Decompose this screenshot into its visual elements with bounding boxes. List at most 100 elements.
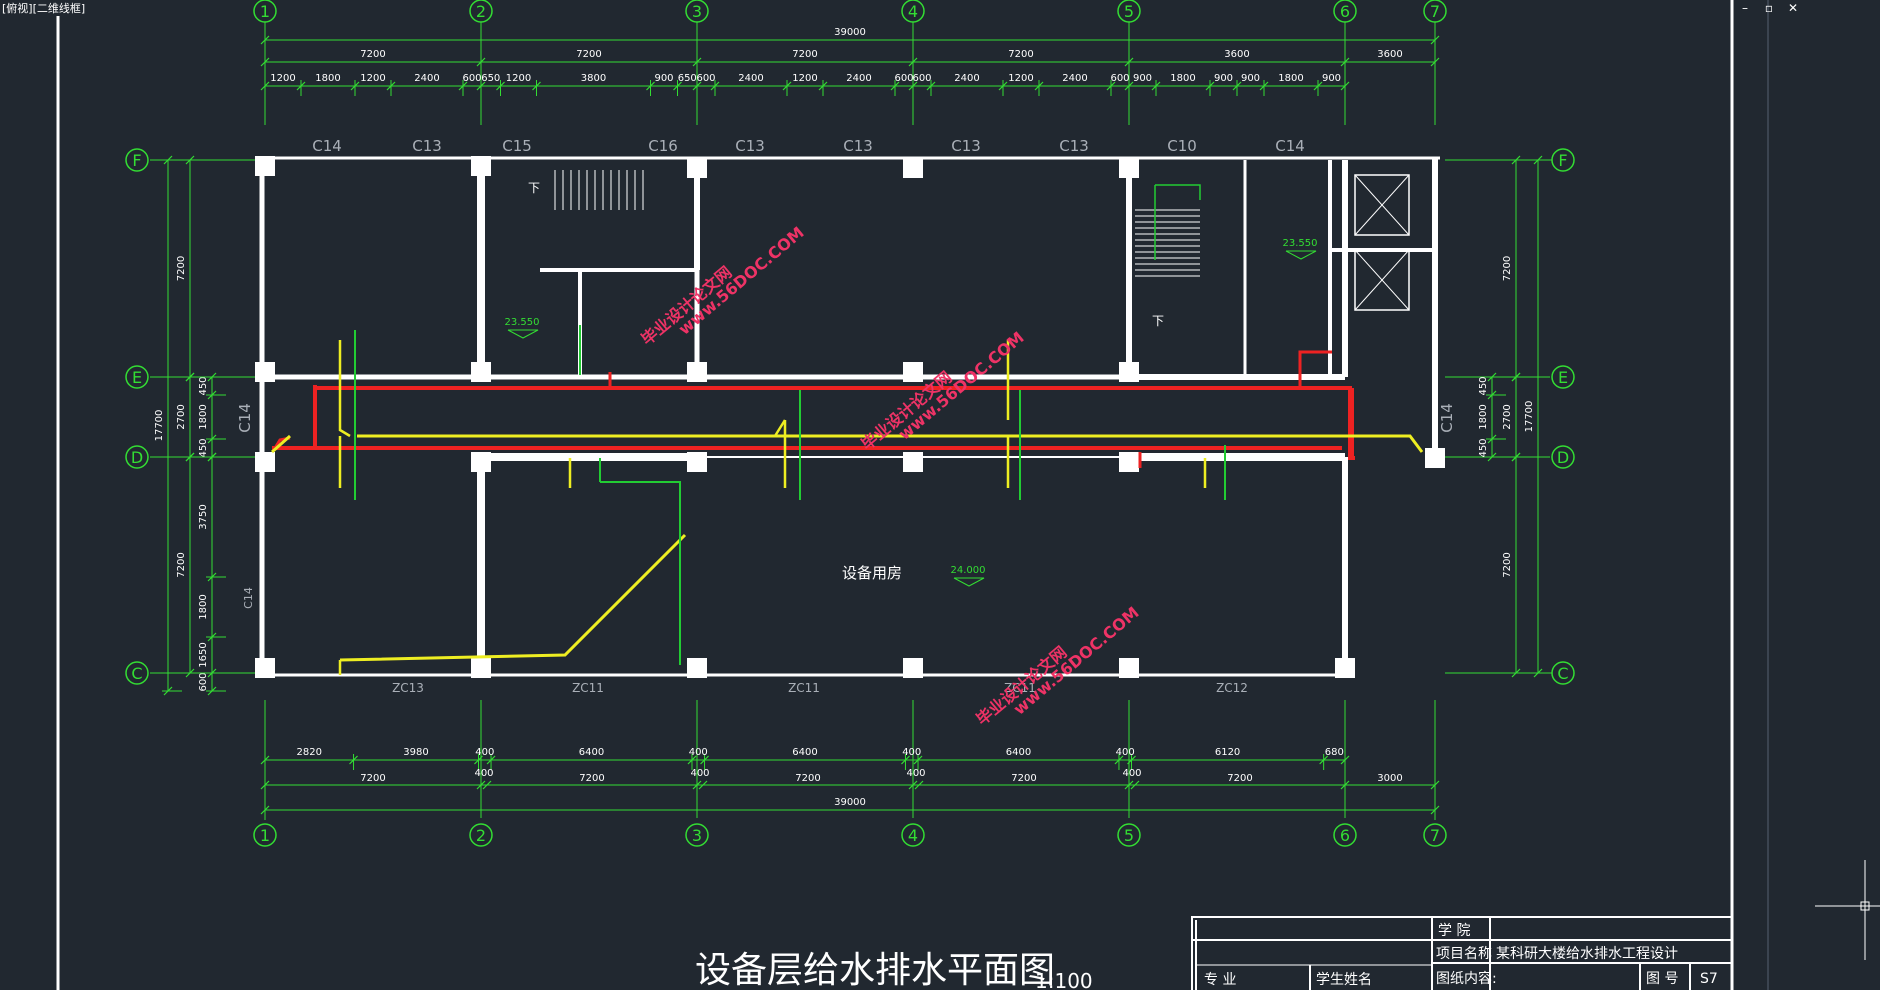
dim-top-details-text: 1200 [506, 73, 531, 84]
dim-top-details-text: 600 [912, 73, 931, 84]
dim-bottom-bays-tick [692, 780, 702, 790]
dim-top-details-text: 600 [462, 73, 481, 84]
dim-right-b-text: 1800 [1478, 404, 1489, 429]
elevator-x [1354, 249, 1410, 311]
window-tag-bottom: ZC11 [788, 681, 820, 695]
elevation-symbol [953, 577, 985, 587]
dim-right-b-text: 450 [1478, 438, 1489, 457]
tb-project-label: 项目名称 [1436, 946, 1492, 962]
dim-top-details-text: 1200 [1008, 73, 1033, 84]
tb-content: 图纸内容: [1436, 970, 1497, 987]
dim-bottom-bays-tick [1430, 780, 1440, 790]
dim-left-e-text: 1800 [198, 594, 209, 619]
dim-bottom-details-text: 6400 [1006, 747, 1031, 758]
elevation-tag: 23.550 [505, 317, 540, 328]
dim-bottom-bays-text: 7200 [1227, 773, 1252, 784]
axis-bubble [1551, 445, 1575, 469]
axis-label: 5 [1124, 2, 1134, 21]
axis-bubble [253, 823, 277, 847]
column [1119, 658, 1139, 678]
drawing-scale: 1:100 [1035, 969, 1093, 990]
dim-bottom-bays-tick [476, 780, 486, 790]
dim-left-b-text: 1800 [198, 404, 209, 429]
tb-major: 专 业 [1204, 972, 1236, 988]
dim-bottom-details-text: 400 [689, 747, 708, 758]
dim-bottom-bays-text: 7200 [795, 773, 820, 784]
dim-bottom-details-text: 2820 [297, 747, 322, 758]
drawing-frame [56, 0, 1769, 990]
axis-label: C [1557, 664, 1568, 683]
viewport-label[interactable]: [俯视][二维线框] [0, 0, 88, 16]
dim-bottom-bays-text: 400 [474, 768, 493, 779]
close-icon[interactable]: ✕ [1787, 1, 1799, 15]
axis-bubble [1423, 823, 1447, 847]
dim-bottom-bays-text: 7200 [579, 773, 604, 784]
dim-left-b-text: 450 [198, 438, 209, 457]
column [903, 452, 923, 472]
drain-pipe [773, 419, 787, 437]
minimize-icon[interactable]: – [1742, 1, 1748, 15]
building-walls [255, 156, 1445, 678]
dim-left-e-text: 600 [198, 672, 209, 691]
dim-top-details-text: 900 [1133, 73, 1152, 84]
axis-bubble [125, 445, 149, 469]
elevation-symbol [507, 329, 539, 339]
axis-bubble [253, 0, 277, 23]
dim-bottom-bays-tick [908, 780, 918, 790]
dim-top-bays-text: 3600 [1377, 49, 1402, 60]
window-tag-top: C13 [1059, 137, 1089, 155]
dim-bottom-bays-tick [482, 780, 492, 790]
window-tag-top: C10 [1167, 137, 1197, 155]
axis-label: 3 [692, 826, 702, 845]
dim-bottom-details-text: 400 [475, 747, 494, 758]
dim-bottom-bays-text: 400 [690, 768, 709, 779]
restore-icon[interactable]: ▫ [1764, 1, 1774, 15]
dim-right-d-text: 17700 [1524, 401, 1535, 433]
axis-bubble [1333, 823, 1357, 847]
dim-left-c-text: 17700 [154, 410, 165, 442]
dim-top-details-text: 900 [1214, 73, 1233, 84]
dim-bottom-bays-text: 400 [906, 768, 925, 779]
window-tag-side: C14 [242, 587, 255, 609]
column [255, 452, 275, 472]
dim-left-d-text: 2700 [176, 404, 187, 429]
window-tag-top: C13 [735, 137, 765, 155]
dim-bottom-bays-tick [1124, 780, 1134, 790]
window-tag-top: C13 [412, 137, 442, 155]
dim-top-details-text: 2400 [846, 73, 871, 84]
window-tag-bottom: ZC11 [1004, 681, 1036, 695]
dim-bottom-details-text: 3980 [403, 747, 428, 758]
axis-bubble [1117, 0, 1141, 23]
drain-pipe [271, 434, 291, 454]
axis-label: 6 [1340, 826, 1350, 845]
window-tag-bottom: ZC13 [392, 681, 424, 695]
axis-bubble [685, 0, 709, 23]
axis-bubble [1333, 0, 1357, 23]
column [255, 658, 275, 678]
column [471, 658, 491, 678]
axis-label: 2 [476, 2, 486, 21]
window-tag-top: C16 [648, 137, 678, 155]
dim-top-details-text: 600 [696, 73, 715, 84]
axis-bubble [125, 661, 149, 685]
elevator-car [1354, 174, 1410, 236]
window-tag-top: C13 [843, 137, 873, 155]
dim-bottom-details-text: 6120 [1215, 747, 1240, 758]
drain-pipe-main [357, 434, 1424, 453]
dim-bottom-details-text: 6400 [579, 747, 604, 758]
room-label: 设备用房 [842, 564, 902, 582]
axis-label: 6 [1340, 2, 1350, 21]
axis-label: D [1557, 448, 1569, 467]
axis-bubble [1423, 0, 1447, 23]
window-tag-top: C14 [1275, 137, 1305, 155]
dim-bottom-bays-tick [914, 780, 924, 790]
axis-bubble [1551, 661, 1575, 685]
axis-label: D [131, 448, 143, 467]
dim-top-bays-text: 7200 [576, 49, 601, 60]
dim-bottom-total-text: 39000 [834, 797, 866, 808]
